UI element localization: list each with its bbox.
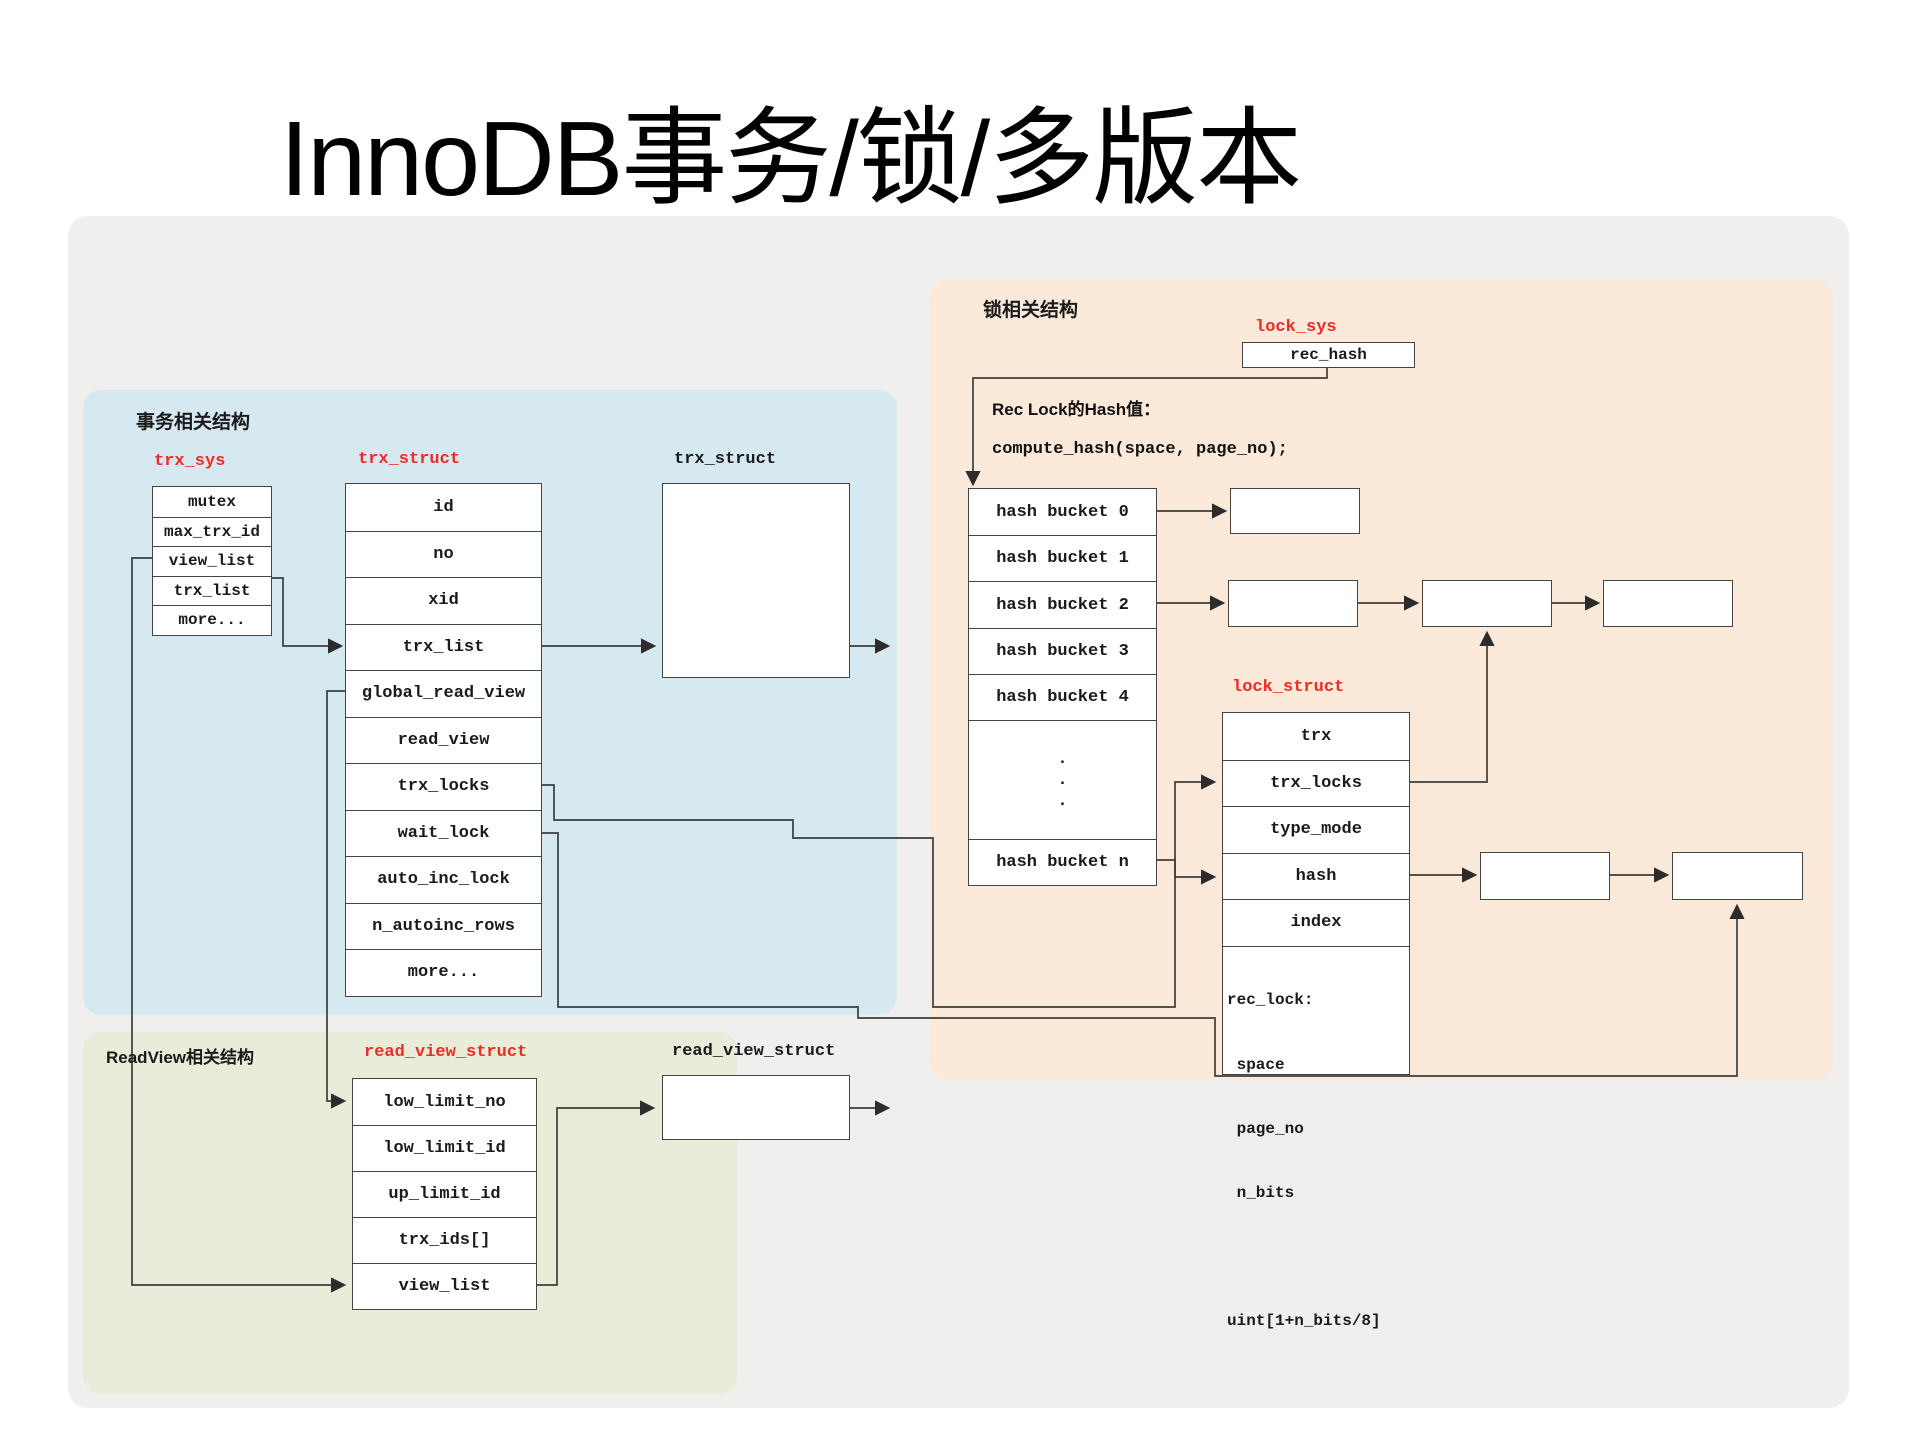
- lock-region-label: 锁相关结构: [983, 300, 1079, 321]
- lock-sys-row-rec-hash: rec_hash: [1290, 346, 1367, 364]
- rvs-row-trx-ids: trx_ids[]: [353, 1217, 536, 1263]
- bucket2-lock-node-2: [1422, 580, 1552, 627]
- lock-struct-table: trx trx_locks type_mode hash index rec_l…: [1222, 712, 1410, 1330]
- hash-chain-node-1: [1480, 852, 1610, 900]
- read-view-struct-next-node: [662, 1075, 850, 1140]
- trx-struct-row-more: more...: [346, 949, 541, 996]
- page-title: InnoDB事务/锁/多版本: [279, 100, 1302, 218]
- lock-struct-row-type-mode: type_mode: [1223, 806, 1409, 853]
- transaction-region-label: 事务相关结构: [136, 412, 251, 433]
- hash-bucket-n: hash bucket n: [969, 839, 1156, 885]
- bucket0-lock-node: [1230, 488, 1360, 534]
- trx-sys-row-view-list: view_list: [153, 546, 271, 576]
- lock-sys-table: rec_hash: [1242, 342, 1415, 368]
- hash-bucket-4: hash bucket 4: [969, 674, 1156, 720]
- lock-struct-rec-lock-cell: rec_lock: space page_no n_bits uint[1+n_…: [1223, 945, 1409, 1330]
- trx-struct-label: trx_struct: [358, 450, 461, 469]
- rvs-row-view-list: view_list: [353, 1263, 536, 1309]
- readview-region-label: ReadView相关结构: [106, 1048, 255, 1067]
- trx-struct-row-no: no: [346, 530, 541, 578]
- read-view-struct-table: low_limit_no low_limit_id up_limit_id tr…: [352, 1078, 537, 1310]
- hash-bucket-ellipsis: . . .: [969, 720, 1156, 839]
- lock-struct-row-trx: trx: [1300, 726, 1332, 746]
- trx-struct-row-trx-locks: trx_locks: [346, 763, 541, 810]
- trx-struct-next-node: [662, 483, 850, 678]
- hash-bucket-2: hash bucket 2: [969, 581, 1156, 628]
- trx-sys-table: mutex max_trx_id view_list trx_list more…: [152, 486, 272, 636]
- ellipsis-dot: .: [1057, 770, 1068, 790]
- rec-lock-note-line1: Rec Lock的Hash值：: [992, 400, 1161, 419]
- trx-struct-table: id no xid trx_list global_read_view read…: [345, 483, 542, 997]
- ellipsis-dot: .: [1057, 791, 1068, 811]
- rec-lock-line: rec_lock:: [1227, 991, 1314, 1010]
- trx-struct-row-wait-lock: wait_lock: [346, 809, 541, 857]
- trx-struct-row-xid: xid: [346, 577, 541, 624]
- rec-lock-note-line2: compute_hash(space, page_no);: [992, 440, 1288, 459]
- hash-bucket-3: hash bucket 3: [969, 628, 1156, 674]
- trx-struct-row-trx-list: trx_list: [346, 623, 541, 671]
- trx-struct-next-label: trx_struct: [674, 450, 777, 469]
- lock-sys-label: lock_sys: [1255, 318, 1337, 337]
- hash-bucket-1: hash bucket 1: [969, 535, 1156, 581]
- read-view-struct-label: read_view_struct: [364, 1043, 528, 1062]
- ellipsis-dot: .: [1057, 749, 1068, 769]
- rvs-row-up-limit-id: up_limit_id: [353, 1171, 536, 1217]
- trx-struct-row-global-read-view: global_read_view: [346, 670, 541, 717]
- lock-struct-row-index: index: [1223, 899, 1409, 946]
- trx-sys-row-more: more...: [153, 605, 271, 635]
- hash-chain-node-2: [1672, 852, 1803, 900]
- hash-bucket-table: hash bucket 0 hash bucket 1 hash bucket …: [968, 488, 1157, 886]
- rec-lock-line: uint[1+n_bits/8]: [1227, 1312, 1381, 1331]
- trx-struct-row-n-autoinc-rows: n_autoinc_rows: [346, 902, 541, 950]
- trx-sys-row-max-trx-id: max_trx_id: [153, 516, 271, 547]
- rec-lock-line: page_no: [1227, 1119, 1304, 1138]
- lock-struct-row-hash: hash: [1223, 852, 1409, 900]
- read-view-struct-next-label: read_view_struct: [672, 1042, 836, 1061]
- lock-struct-row-trx-locks: trx_locks: [1223, 759, 1409, 807]
- trx-sys-row-trx-list: trx_list: [153, 575, 271, 606]
- hash-bucket-0: hash bucket 0: [996, 502, 1129, 522]
- trx-sys-row-mutex: mutex: [187, 492, 236, 511]
- trx-struct-row-id: id: [433, 497, 454, 517]
- trx-struct-row-read-view: read_view: [346, 716, 541, 764]
- lock-struct-label: lock_struct: [1232, 678, 1345, 697]
- trx-sys-label: trx_sys: [154, 452, 226, 471]
- rvs-row-low-limit-no: low_limit_no: [383, 1092, 506, 1112]
- rvs-row-low-limit-id: low_limit_id: [353, 1125, 536, 1171]
- rec-lock-line: n_bits: [1227, 1183, 1295, 1202]
- bucket2-lock-node-1: [1228, 580, 1358, 627]
- rec-lock-blank-line: [1227, 1247, 1405, 1268]
- bucket2-lock-node-3: [1603, 580, 1733, 627]
- trx-struct-row-auto-inc-lock: auto_inc_lock: [346, 856, 541, 903]
- rec-lock-line: space: [1227, 1055, 1285, 1074]
